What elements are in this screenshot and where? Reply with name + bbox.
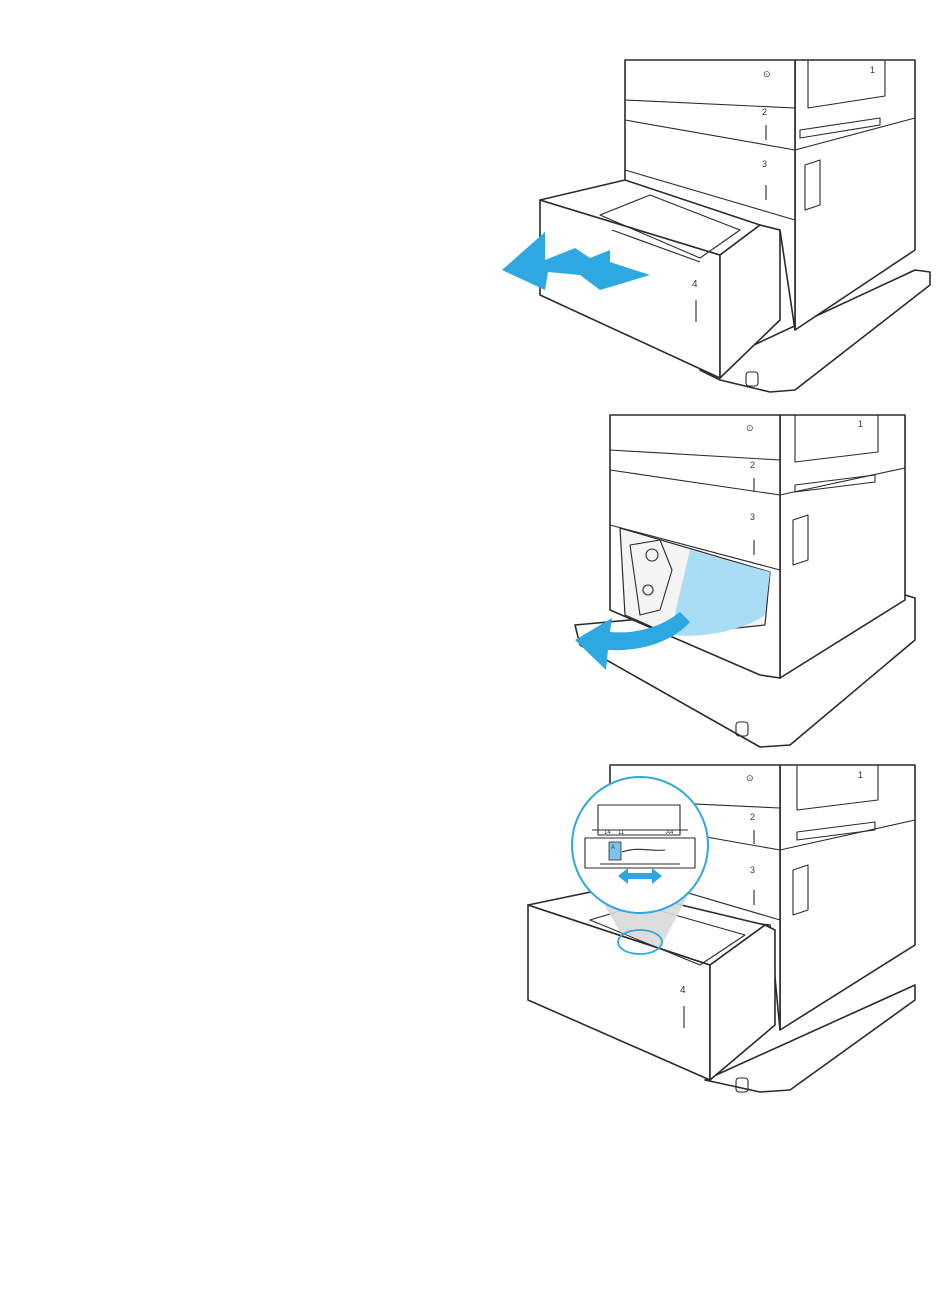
size-mark-mid: 11 bbox=[618, 830, 625, 836]
magnifier-circle bbox=[572, 777, 708, 913]
tray-2-label: 2 bbox=[750, 812, 755, 822]
tray-3-label: 3 bbox=[750, 512, 755, 522]
tray-4-label: 4 bbox=[692, 279, 698, 290]
printer-side-panel bbox=[780, 765, 915, 1030]
tray-1-led-icon: ⊙ bbox=[763, 69, 771, 79]
size-mark-left: 14 bbox=[604, 830, 611, 836]
tray-1-led-icon: ⊙ bbox=[746, 423, 754, 433]
tray-1-led-icon: ⊙ bbox=[746, 773, 754, 783]
tray-1-label: 1 bbox=[858, 770, 863, 780]
printer-adjust-guide-drawing: ⊙ 1 2 3 4 14 11 A4 A bbox=[0, 760, 950, 1120]
tray-4-label: 4 bbox=[680, 985, 686, 996]
size-mark-right: A4 bbox=[666, 830, 674, 836]
tray-3-label: 3 bbox=[750, 865, 755, 875]
tray-2-label: 2 bbox=[750, 460, 755, 470]
step-3-illustration: ⊙ 1 2 3 4 14 11 A4 A bbox=[0, 760, 950, 1120]
step-1-illustration: ⊙ 1 2 3 4 bbox=[0, 0, 950, 400]
tray-1-label: 1 bbox=[870, 65, 875, 75]
tray-2-label: 2 bbox=[762, 107, 767, 117]
printer-tray-4-cavity-drawing: ⊙ 1 2 3 bbox=[0, 400, 950, 760]
tray-1-label: 1 bbox=[858, 419, 863, 429]
guide-tab-label: A bbox=[611, 845, 615, 851]
printer-open-tray-4-drawing: ⊙ 1 2 3 4 bbox=[0, 0, 950, 400]
tray-3-label: 3 bbox=[762, 159, 767, 169]
step-2-illustration: ⊙ 1 2 3 bbox=[0, 400, 950, 760]
